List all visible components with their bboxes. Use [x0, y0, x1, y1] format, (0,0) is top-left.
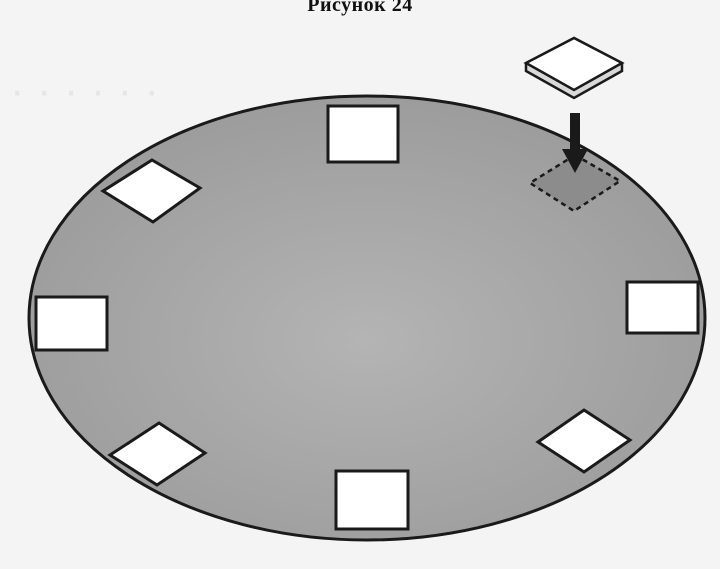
oval-board	[27, 94, 707, 542]
slot-top-left	[100, 158, 203, 224]
slot-bottom	[334, 469, 410, 531]
ghost-text: · · · · · ·	[10, 66, 159, 115]
loose-tile	[523, 36, 625, 100]
down-arrow-icon	[562, 113, 588, 173]
slot-right	[625, 280, 700, 335]
figure-caption: Рисунок 24	[307, 0, 413, 16]
empty-target-slot	[527, 153, 623, 213]
slot-top	[326, 104, 400, 164]
slot-left	[34, 295, 109, 352]
slot-bottom-left	[107, 421, 208, 487]
slot-bottom-right	[535, 408, 633, 474]
